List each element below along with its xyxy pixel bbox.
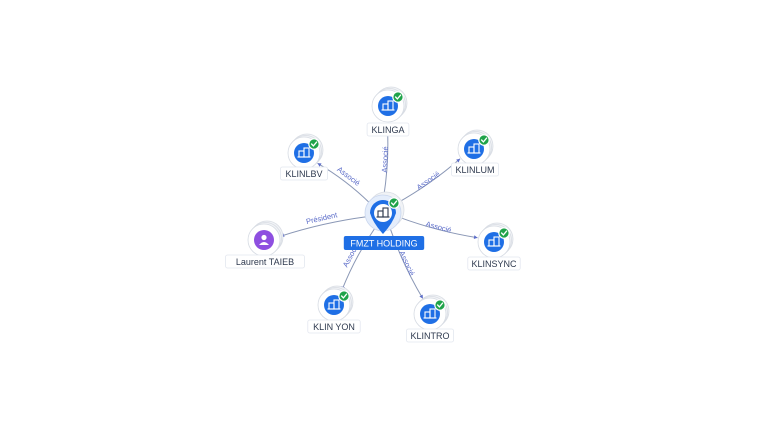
node-label-box (280, 166, 328, 181)
building-icon (381, 100, 395, 111)
node-label: KLINLUM (455, 165, 494, 175)
node-klinlum[interactable]: KLINLUM (451, 129, 499, 177)
edge-arrow-icon (473, 235, 478, 240)
node-klinsync[interactable]: KLINSYNC (467, 222, 521, 271)
verified-check-icon (338, 290, 350, 302)
edge-arrow-icon (419, 294, 423, 299)
edge-klinsync: Associé (399, 216, 478, 240)
node-klintro[interactable]: KLINTRO (406, 294, 454, 343)
building-icon (467, 143, 481, 154)
edge-klinlum: Associé (396, 158, 461, 204)
edge-line (389, 228, 424, 299)
building-icon (423, 308, 437, 319)
verified-check-icon (434, 299, 446, 311)
center-label-box (343, 236, 425, 250)
node-laurent[interactable]: Laurent TAIEB (225, 220, 305, 269)
node-label-box (307, 319, 361, 334)
edge-relation-label: Associé (397, 249, 416, 277)
nodes: KLINGA KLINLUM KLINSYNC KLINTRO KLIN YON Laur… (225, 86, 521, 343)
edge-line (399, 216, 478, 239)
node-klinyon[interactable]: KLIN YON (307, 285, 361, 334)
node-label-box (225, 254, 305, 269)
edge-line (280, 216, 367, 237)
node-label: KLINTRO (410, 331, 449, 341)
node-label-box (467, 256, 521, 271)
edge-arrow-icon (317, 163, 322, 167)
building-icon (487, 236, 501, 247)
edge-relation-label: Président (305, 210, 339, 226)
center-label: FMZT HOLDING (350, 239, 417, 249)
edge-line (317, 162, 370, 204)
node-label: KLINGA (371, 125, 404, 135)
node-klinlbv[interactable]: KLINLBV (280, 133, 328, 181)
verified-check-icon (392, 91, 404, 103)
building-icon (297, 147, 311, 158)
building-icon (327, 299, 341, 310)
node-label: KLIN YON (313, 322, 355, 332)
node-label-box (406, 328, 454, 343)
node-label-box (366, 122, 410, 137)
verified-check-icon (308, 138, 320, 150)
building-icon (376, 207, 390, 218)
person-icon (259, 234, 269, 245)
edge-relation-label: Associé (415, 169, 442, 191)
node-label: KLINSYNC (471, 259, 517, 269)
node-label: KLINLBV (285, 169, 322, 179)
edge-relation-label: Associé (425, 219, 453, 234)
verified-check-icon (388, 197, 400, 209)
edge-arrow-icon (456, 158, 461, 163)
node-klinga[interactable]: KLINGA (366, 86, 410, 137)
center-node[interactable]: FMZT HOLDING (343, 191, 425, 250)
node-label: Laurent TAIEB (236, 257, 294, 267)
edge-laurent: Président (280, 210, 367, 237)
edge-line (341, 227, 376, 291)
verified-check-icon (478, 134, 490, 146)
edge-relation-label: Associé (380, 146, 390, 173)
node-label-box (451, 162, 499, 177)
verified-check-icon (498, 227, 510, 239)
